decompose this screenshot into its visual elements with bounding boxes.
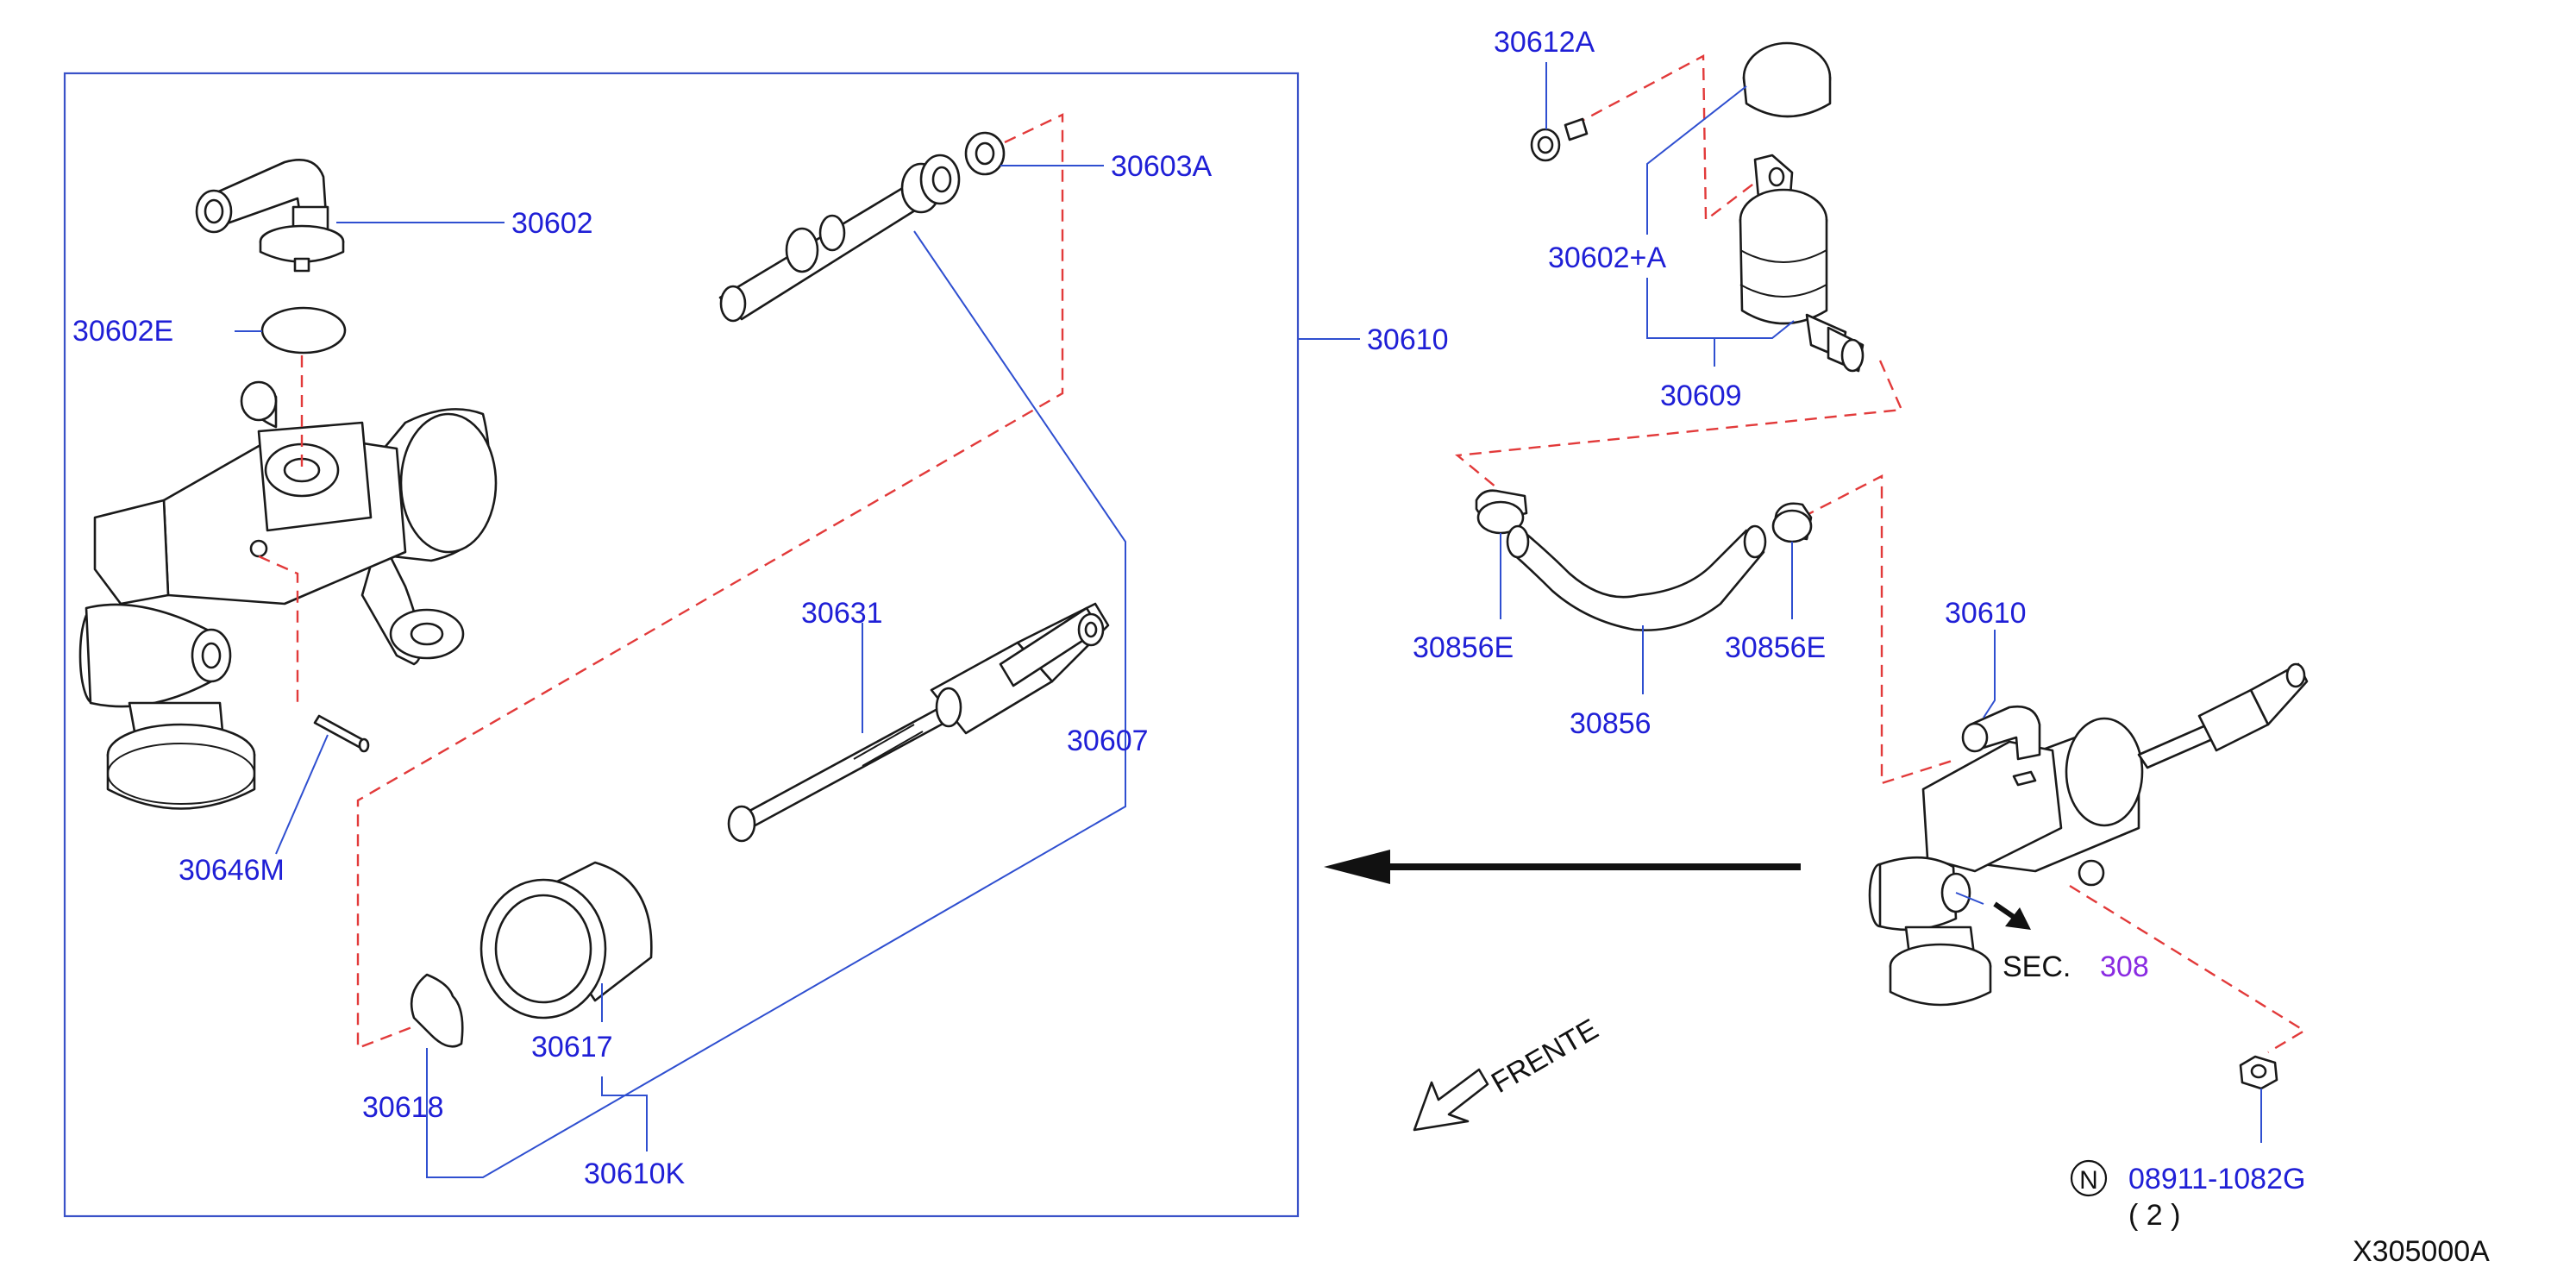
label-30607: 30607 (1067, 725, 1149, 757)
part-30602-elbow-fitting[interactable] (195, 159, 345, 273)
leaders-right (1500, 62, 2262, 1143)
label-08911-1082g: 08911-1082G (2128, 1163, 2305, 1195)
label-30617: 30617 (531, 1031, 613, 1064)
part-30618-clip[interactable] (410, 973, 464, 1048)
label-30856e-right: 30856E (1725, 631, 1826, 664)
sec-308-link[interactable]: 308 (2100, 951, 2149, 983)
circled-n-icon (2070, 1159, 2108, 1197)
label-30631: 30631 (801, 597, 883, 630)
part-30856e-clamp-right[interactable] (1771, 502, 1813, 543)
label-30610-assembly: 30610 (1945, 597, 2027, 630)
hose-end-right (1743, 524, 1767, 559)
part-30607-piston[interactable] (718, 154, 961, 323)
reservoir-cap[interactable] (1742, 41, 1832, 118)
left-arrow-icon (1324, 850, 1801, 884)
label-30603a: 30603A (1111, 150, 1213, 183)
label-30856e-left: 30856E (1413, 631, 1514, 664)
part-08911-1082g-nut[interactable] (2239, 1055, 2278, 1090)
part-30856-hose[interactable] (1509, 529, 1765, 631)
label-30602-a: 30602+A (1548, 242, 1666, 274)
label-30602: 30602 (511, 207, 593, 240)
leaders-left (235, 165, 1360, 1178)
label-30610-frame: 30610 (1367, 323, 1449, 356)
part-30603a-washer[interactable] (964, 131, 1006, 176)
hose-end-left (1506, 524, 1530, 559)
label-30609: 30609 (1660, 380, 1742, 412)
label-nut-quantity: ( 2 ) (2128, 1199, 2180, 1232)
frente-label: FRENTE (1486, 1013, 1604, 1100)
label-30646m: 30646M (179, 854, 285, 887)
circled-n-letter: N (2079, 1166, 2098, 1195)
label-30618: 30618 (362, 1091, 444, 1124)
diagram-code: X305000A (2353, 1235, 2490, 1268)
front-direction-arrow-icon (1413, 1068, 1489, 1132)
part-30609-reservoir[interactable] (1739, 154, 1865, 373)
part-30612a-bolt[interactable] (1530, 117, 1589, 162)
master-cylinder-body[interactable] (78, 380, 498, 810)
part-30602e-o-ring[interactable] (260, 306, 347, 355)
part-30646m-pin[interactable] (313, 714, 370, 753)
sec-308-arrow-icon (1993, 901, 2031, 930)
part-30617-boot[interactable] (479, 861, 653, 1020)
label-30610k: 30610K (584, 1158, 686, 1190)
part-30856e-clamp-left[interactable] (1475, 489, 1528, 535)
sec-prefix: SEC. (2003, 951, 2071, 983)
label-30856: 30856 (1570, 707, 1652, 740)
part-30631-push-rod[interactable] (727, 602, 1110, 843)
part-30610-cylinder-assembly[interactable] (1868, 662, 2309, 1007)
label-30602e: 30602E (72, 315, 173, 348)
label-30612a: 30612A (1494, 26, 1595, 59)
detail-frame (63, 72, 1300, 1218)
dashed-lines (258, 54, 2307, 1054)
